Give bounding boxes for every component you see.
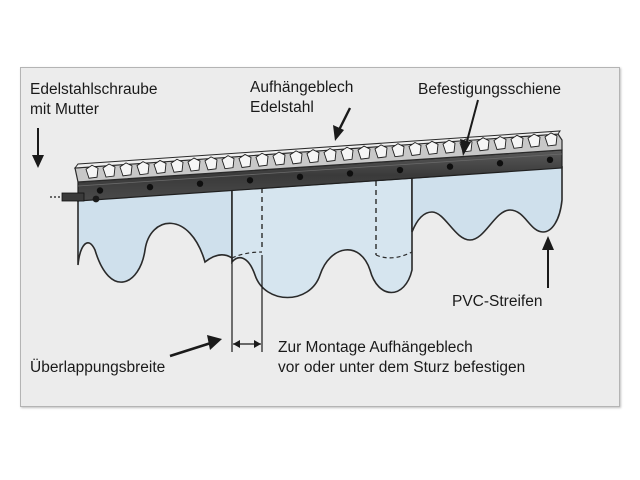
label-pvc-strips: PVC-Streifen — [452, 293, 543, 310]
rail-holes — [96, 156, 554, 194]
hanger-hook — [374, 144, 388, 159]
rail-hole — [446, 163, 454, 170]
hanger-hook — [102, 163, 116, 178]
hanger-hook — [136, 161, 150, 176]
hanger-hook — [238, 153, 252, 168]
hanger-hook — [153, 159, 167, 174]
hanger-hook — [476, 137, 490, 152]
label-hanger-line1: Aufhängeblech — [250, 79, 354, 96]
rail-hole — [396, 166, 404, 174]
hanger-hook — [357, 145, 371, 160]
hanger-hook — [289, 150, 303, 165]
hanger-hook — [493, 135, 507, 150]
hanger-hook — [391, 143, 405, 158]
hanger-hook — [272, 151, 286, 166]
hanger-hooks — [85, 132, 558, 179]
rail-hole — [346, 170, 354, 177]
label-mounting-line2: vor oder unter dem Sturz befestigen — [278, 359, 526, 376]
hanger-hook — [510, 134, 524, 149]
label-screw-line2: mit Mutter — [30, 101, 99, 118]
hanger-hook — [170, 158, 184, 173]
label-overlap-width: Überlappungsbreite — [30, 359, 166, 376]
hanger-hook — [187, 157, 201, 172]
rail-hole — [296, 173, 304, 181]
overlap-dimension — [231, 255, 263, 352]
hanger-hook — [85, 164, 99, 179]
hanger-hook — [306, 149, 320, 164]
hanger-hook — [204, 156, 218, 171]
label-rail: Befestigungsschiene — [418, 81, 562, 98]
hanger-hook — [323, 147, 337, 162]
hanger-hook — [425, 140, 439, 155]
rail-hole — [546, 156, 554, 164]
arrow-rail — [460, 99, 479, 156]
rail-hole — [196, 180, 204, 187]
hanger-hook — [119, 162, 133, 177]
arrow-overlap — [169, 335, 222, 358]
rail-hole — [496, 160, 504, 167]
arrow-pvc — [542, 236, 554, 288]
hanger-hook — [527, 133, 541, 148]
rail-hole — [146, 183, 154, 191]
pvc-strip-left — [77, 189, 233, 283]
label-screw-line1: Edelstahlschraube — [30, 81, 158, 98]
hanger-hook — [221, 155, 235, 170]
pvc-strip-right — [411, 166, 563, 241]
hanger-hook — [255, 152, 269, 167]
hanger-hook — [442, 139, 456, 154]
arrow-screw — [32, 128, 44, 168]
hanger-hook — [408, 141, 422, 156]
screw-with-nut — [50, 192, 100, 203]
pvc-strips — [77, 166, 563, 299]
arrow-hanger — [333, 107, 352, 141]
pvc-strip-middle — [231, 177, 413, 299]
rail-hole — [246, 177, 254, 184]
label-mounting-line1: Zur Montage Aufhängeblech — [278, 339, 473, 356]
label-hanger-line2: Edelstahl — [250, 99, 314, 116]
rail-hole — [96, 187, 104, 194]
hanger-hook — [340, 146, 354, 161]
hanger-hook — [544, 132, 558, 147]
